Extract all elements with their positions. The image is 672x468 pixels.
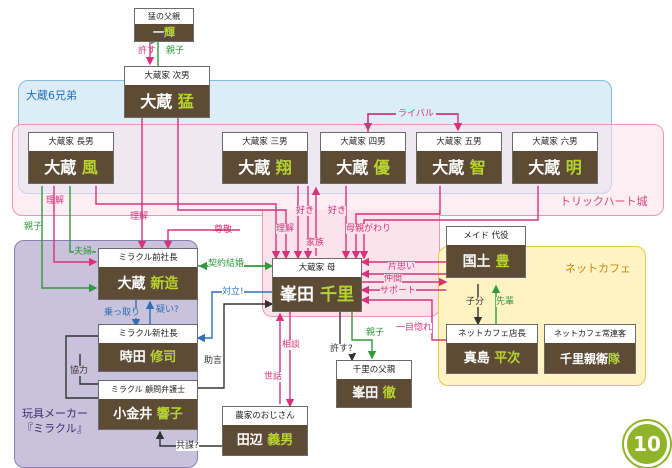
- label-hahaoyagawari: 母親がわり: [346, 224, 392, 234]
- person-role: 千里の父親: [352, 365, 396, 375]
- label-kazoku: 家族: [306, 238, 325, 248]
- label-utagai: 疑い?: [156, 305, 179, 315]
- region-miracle-label-1: 玩具メーカー: [22, 407, 88, 420]
- label-oyako-1: 親子: [166, 46, 185, 56]
- region-trick-heart-castle-label: トリックハート城: [560, 195, 648, 208]
- region-net-cafe-label: ネットカフェ: [565, 262, 631, 275]
- person-name: 峯田 千里: [273, 277, 361, 311]
- person-box-new-president: ミラクル新社長 時田 修司: [98, 324, 198, 372]
- label-suki-2: 好き: [328, 206, 347, 216]
- person-box-mou-father: 猛の父親 一輝: [134, 8, 194, 42]
- person-box-yuu: 大蔵家 四男 大蔵 優: [320, 132, 406, 184]
- person-role: ネットカフェ店長: [457, 329, 526, 339]
- person-box-shou: 大蔵家 三男 大蔵 翔: [222, 132, 308, 184]
- label-rikai-2: 理解: [130, 212, 149, 222]
- label-kobun: 子分: [466, 297, 485, 307]
- label-taiju: 対立!: [222, 287, 244, 297]
- person-box-farmer: 農家のおじさん 田辺 義男: [222, 406, 308, 456]
- label-kyoubou: 協力: [70, 366, 89, 376]
- label-yurusu-2: 許す?: [330, 344, 353, 354]
- label-nottori: 乗っ取り: [104, 308, 141, 318]
- page-number-badge: 10: [624, 421, 670, 467]
- person-name: 時田 修司: [99, 343, 197, 371]
- person-box-cafe-regular: ネットカフェ常連客 千里親衛隊: [544, 324, 636, 374]
- person-name: 真島 平次: [447, 343, 537, 373]
- person-name: 大蔵 明: [513, 151, 597, 183]
- label-sewa: 世話: [264, 372, 283, 382]
- person-role: 大蔵家 四男: [340, 137, 386, 147]
- person-role: ミラクル前社長: [118, 253, 178, 263]
- label-rival: ライバル: [396, 109, 436, 119]
- person-name: 一輝: [135, 24, 193, 41]
- person-name: 大蔵 新造: [99, 267, 197, 299]
- person-role: ネットカフェ常連客: [554, 329, 626, 338]
- person-name: 大蔵 翔: [223, 151, 307, 183]
- label-hitomebore: 一目惚れ: [396, 323, 433, 333]
- person-box-lawyer: ミラクル 顧問弁護士 小金井 響子: [98, 380, 198, 430]
- person-role: 大蔵家 六男: [532, 137, 578, 147]
- person-role: ミラクル 顧問弁護士: [110, 385, 186, 394]
- label-fuufu: 夫婦: [74, 247, 93, 257]
- label-senpai: 先輩: [496, 297, 515, 307]
- person-box-mou: 大蔵家 次男 大蔵 猛: [124, 66, 210, 118]
- person-role: ミラクル新社長: [118, 329, 178, 339]
- person-role: 大蔵家 五男: [436, 137, 482, 147]
- label-kataomoi: 片思い: [388, 262, 416, 272]
- region-miracle-label-2: 『ミラクル』: [22, 422, 88, 435]
- person-name: 国土 豊: [447, 245, 525, 277]
- person-box-satoshi: 大蔵家 五男 大蔵 智: [416, 132, 502, 184]
- person-name: 大蔵 智: [417, 151, 501, 183]
- person-role: メイド 代役: [463, 231, 509, 241]
- person-role: 大蔵家 長男: [48, 137, 94, 147]
- label-oyako-2: 親子: [24, 222, 43, 232]
- label-soudan: 相談: [282, 340, 301, 350]
- person-name: 大蔵 優: [321, 151, 405, 183]
- person-box-akira: 大蔵家 六男 大蔵 明: [512, 132, 598, 184]
- person-box-former-president: ミラクル前社長 大蔵 新造: [98, 248, 198, 300]
- person-box-cafe-manager: ネットカフェ店長 真島 平次: [446, 324, 538, 374]
- person-name: 小金井 響子: [99, 399, 197, 429]
- person-name: 峯田 徹: [337, 379, 411, 407]
- person-box-chisato-father: 千里の父親 峯田 徹: [336, 360, 412, 408]
- label-rikai-1: 理解: [46, 196, 65, 206]
- person-box-fuu: 大蔵家 長男 大蔵 風: [28, 132, 114, 184]
- person-role: 農家のおじさん: [235, 411, 295, 421]
- label-oyako-3: 親子: [366, 328, 385, 338]
- label-jogen: 助言: [204, 356, 223, 366]
- person-box-mother: 大蔵家 母 峯田 千里: [272, 258, 362, 312]
- person-name: 田辺 義男: [223, 425, 307, 455]
- person-name: 大蔵 猛: [125, 85, 209, 117]
- label-yurusu: 許す: [138, 46, 157, 56]
- person-role: 猛の父親: [148, 12, 180, 21]
- person-role: 大蔵家 三男: [242, 137, 288, 147]
- person-name: 大蔵 風: [29, 151, 113, 183]
- person-name: 千里親衛隊: [545, 343, 635, 373]
- person-box-maid: メイド 代役 国土 豊: [446, 226, 526, 278]
- label-support: サポート: [380, 286, 417, 296]
- label-rikai-3: 理解: [276, 224, 295, 234]
- label-keiyaku: 契約結婚: [208, 259, 245, 269]
- label-suki-1: 好き: [296, 206, 315, 216]
- person-role: 大蔵家 母: [298, 263, 336, 273]
- person-role: 大蔵家 次男: [144, 71, 190, 81]
- region-brothers-label: 大蔵6兄弟: [26, 89, 77, 102]
- label-kyouhan: 共謀?: [176, 441, 199, 451]
- label-nakama: 仲間: [384, 274, 403, 284]
- label-sonkei: 尊敬: [214, 225, 233, 235]
